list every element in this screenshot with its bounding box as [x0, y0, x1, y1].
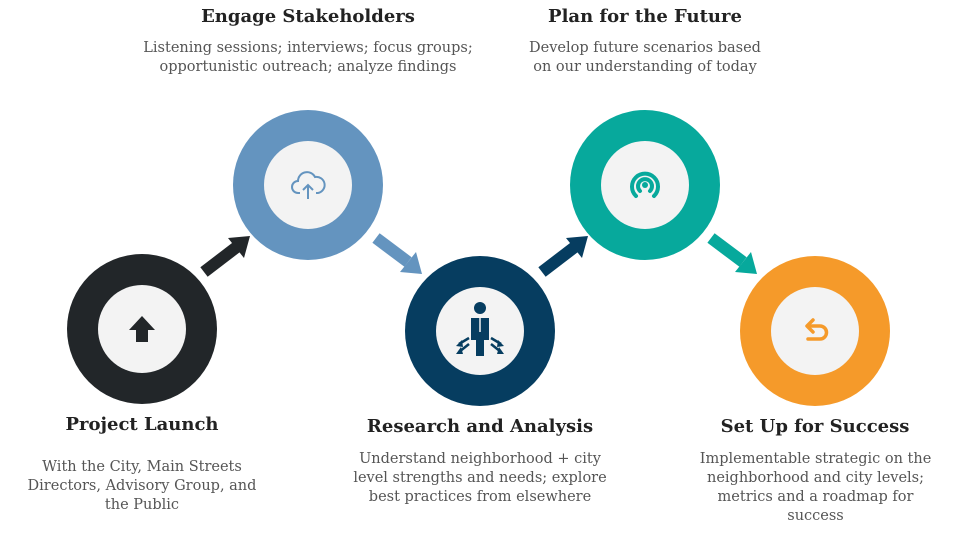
broadcast-signal-icon	[630, 171, 660, 198]
return-arrow-icon	[805, 318, 829, 341]
step-set-up-success-inner	[771, 287, 859, 375]
cloud-upload-icon	[291, 171, 326, 199]
step-title: Research and Analysis	[366, 416, 594, 437]
arrow-plan-to-success	[707, 233, 757, 274]
arrow-launch-to-engage	[200, 236, 250, 277]
upload-arrow-icon	[129, 316, 155, 342]
step-description: Implementable strategic on the neighborh…	[699, 451, 932, 524]
person-directions-icon	[456, 302, 504, 356]
step-description: Listening sessions; interviews; focus gr…	[143, 40, 473, 75]
step-description: Develop future scenarios based on our un…	[529, 40, 761, 75]
arrow-research-to-plan	[538, 236, 588, 277]
step-title: Engage Stakeholders	[201, 6, 415, 27]
step-title: Project Launch	[65, 414, 219, 435]
step-title: Plan for the Future	[548, 6, 742, 27]
step-title: Set Up for Success	[720, 416, 910, 437]
step-description: With the City, Main Streets Directors, A…	[27, 459, 257, 513]
step-description: Understand neighborhood + city level str…	[353, 451, 607, 505]
arrow-engage-to-research	[372, 233, 422, 274]
